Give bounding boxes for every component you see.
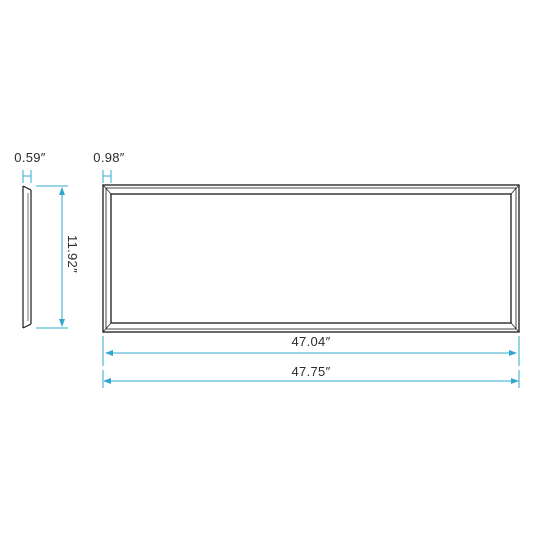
panel-middle-frame	[105, 187, 517, 330]
inner-length-arrow-left	[105, 350, 113, 356]
frame-corner-bl	[102, 322, 112, 333]
front-panel-view	[102, 184, 520, 333]
height-arrow-top	[59, 187, 65, 195]
outer-length-arrow-right	[511, 378, 519, 384]
inner-length-label: 47.04″	[292, 334, 331, 349]
frame-corner-br	[510, 322, 520, 333]
panel-inner-frame	[110, 193, 512, 324]
frame-width-label: 0.98″	[93, 150, 125, 165]
panel-outer-frame	[102, 184, 520, 333]
side-profile-bottom-edge	[22, 323, 32, 329]
side-profile-top-edge	[22, 185, 32, 191]
height-arrow-bottom	[59, 319, 65, 327]
height-label: 11.92″	[65, 235, 80, 273]
frame-corner-tl	[102, 184, 112, 195]
side-profile-view	[22, 185, 32, 329]
outer-length-label: 47.75″	[292, 364, 331, 379]
frame-corner-tr	[510, 184, 520, 195]
inner-length-arrow-right	[509, 350, 517, 356]
outer-length-arrow-left	[103, 378, 111, 384]
dimension-lines	[22, 170, 520, 388]
side-thickness-label: 0.59″	[14, 150, 46, 165]
